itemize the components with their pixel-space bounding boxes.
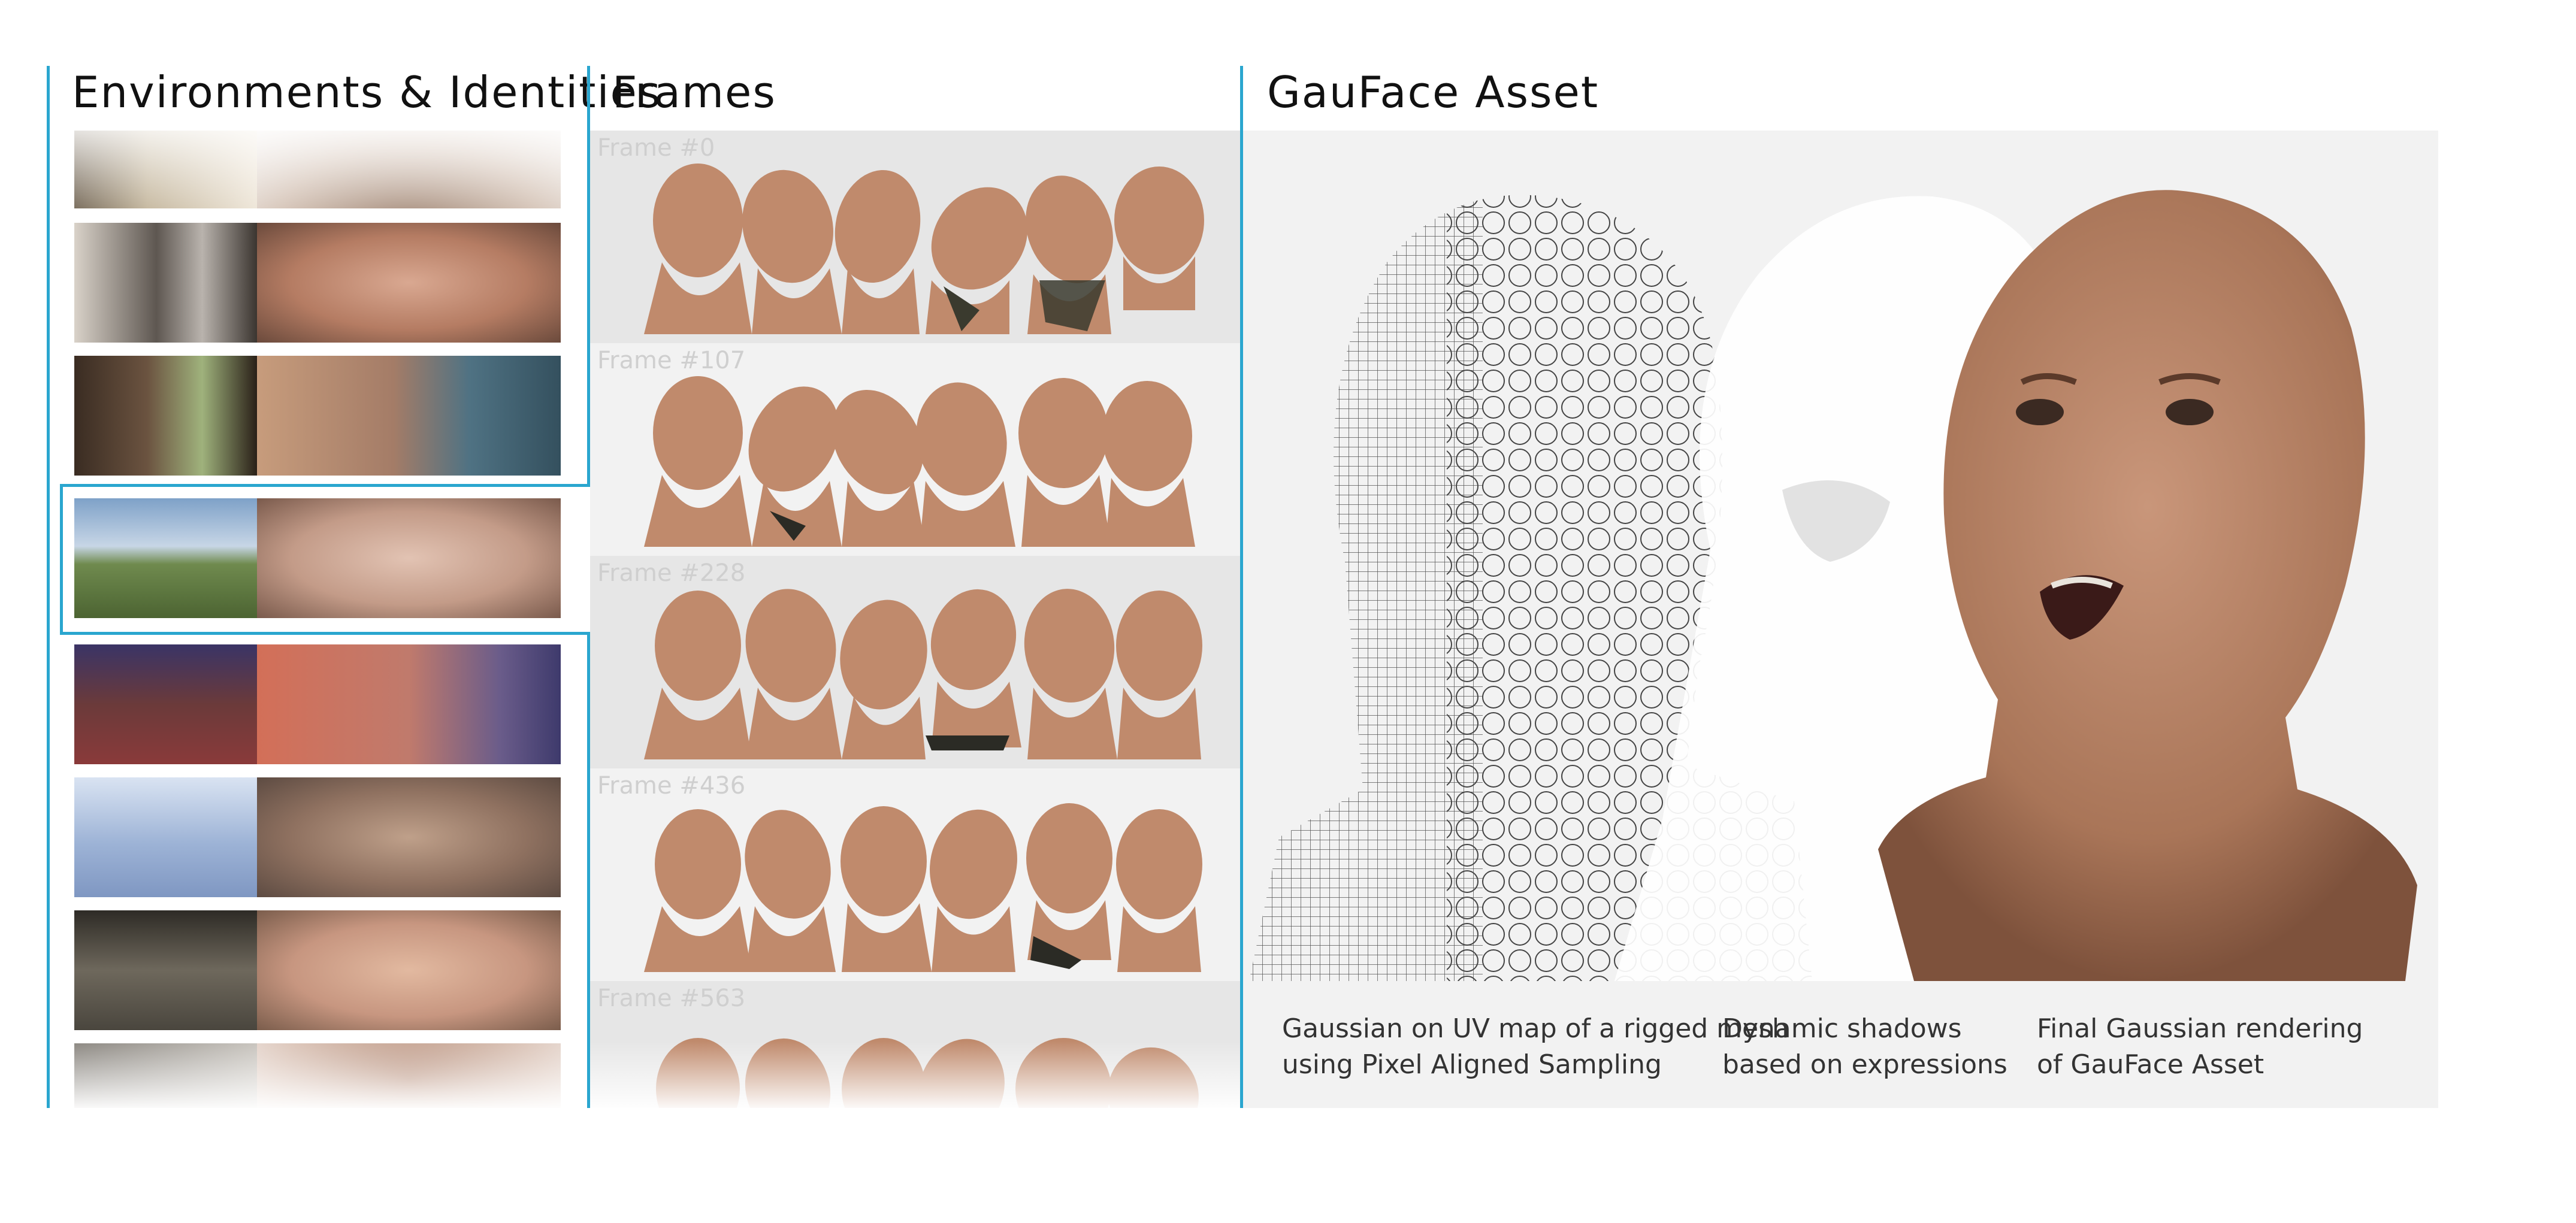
- head-renders: [644, 803, 1202, 972]
- frames-heading: Frames: [612, 67, 776, 117]
- final-rendered-head: [1878, 190, 2417, 982]
- divider-line-bottom: [587, 632, 590, 1108]
- env-strip: [74, 223, 561, 343]
- asset-divider-line: [1240, 66, 1243, 1108]
- frame-label: Frame #563: [597, 985, 746, 1012]
- env-strip: [74, 356, 561, 476]
- head-renders: [644, 589, 1202, 759]
- frame-label: Frame #436: [597, 772, 746, 800]
- env-map-image: [74, 910, 257, 1030]
- env-strip: [74, 777, 561, 897]
- frame-label: Frame #228: [597, 559, 746, 587]
- face-closeup-image: [257, 498, 561, 618]
- shadow-caption: Dynamic shadows based on expressions: [1722, 1013, 2007, 1080]
- selection-bottom-line: [60, 632, 590, 635]
- env-map-image: [74, 356, 257, 476]
- asset-panel: Gaussian on UV map of a rigged mesh usin…: [1243, 131, 2438, 1108]
- frame-row: Frame #563: [590, 981, 1240, 1108]
- frame-row: Frame #436: [590, 768, 1240, 981]
- frame-row: Frame #107: [590, 343, 1240, 556]
- env-map-image: [74, 223, 257, 343]
- final-caption: Final Gaussian rendering of GauFace Asse…: [2037, 1013, 2363, 1080]
- left-accent-line: [47, 66, 50, 1108]
- divider-line-top: [587, 66, 590, 485]
- face-closeup-image: [257, 910, 561, 1030]
- env-strip: [74, 644, 561, 764]
- env-strip: [74, 1043, 561, 1108]
- selection-top-line: [60, 484, 590, 487]
- head-renders: [644, 164, 1204, 334]
- face-closeup-image: [257, 644, 561, 764]
- mesh-caption: Gaussian on UV map of a rigged mesh usin…: [1282, 1013, 1789, 1080]
- frame-row: Frame #228: [590, 556, 1240, 768]
- selection-left-line: [60, 484, 63, 635]
- env-map-image: [74, 777, 257, 897]
- env-strip: [74, 131, 561, 208]
- frame-row: Frame #0: [590, 131, 1240, 343]
- face-closeup-image: [257, 223, 561, 343]
- frame-label: Frame #107: [597, 347, 746, 374]
- head-renders: [644, 376, 1195, 547]
- face-closeup-image: [257, 777, 561, 897]
- asset-illustration: [1249, 190, 2417, 982]
- env-strip-selected: [74, 498, 561, 618]
- env-map-image: [74, 498, 257, 618]
- env-strip: [74, 910, 561, 1030]
- frame-label: Frame #0: [597, 134, 715, 162]
- environments-heading: Environments & Identities: [72, 67, 662, 117]
- face-closeup-image: [257, 356, 561, 476]
- asset-heading: GauFace Asset: [1267, 67, 1600, 117]
- env-map-image: [74, 644, 257, 764]
